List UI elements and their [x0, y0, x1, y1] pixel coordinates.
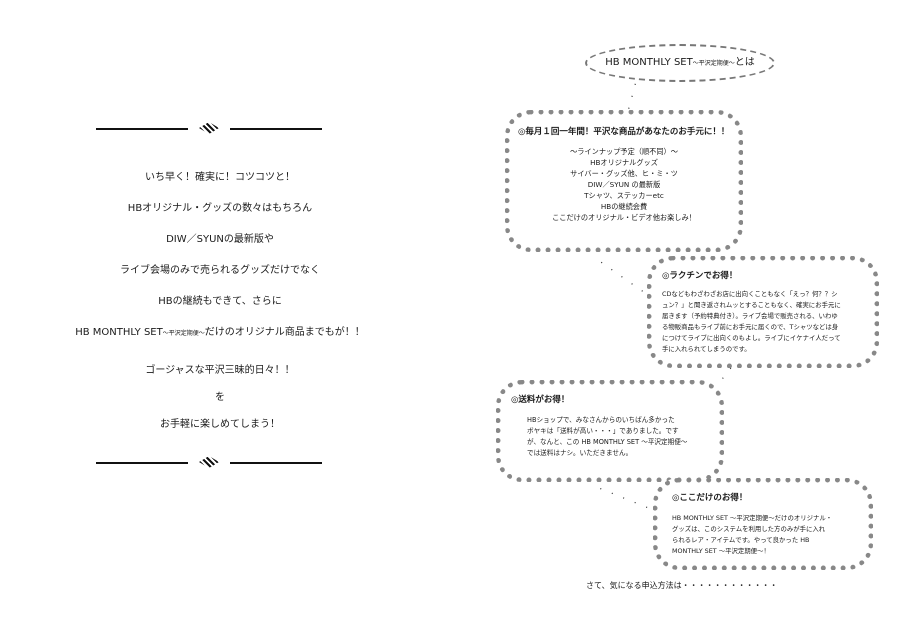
intro-line: お手軽に楽しめてしまう！: [160, 419, 280, 430]
bubble-shipping: ◎送料がお得！ HBショップで、みなさんからのいちばん多かった ボヤキは「送料が…: [496, 380, 724, 482]
bubble-body: CDなどもわざわざお店に出向くこともなく「えっ？何？？シ ュン？」と聞き返されム…: [662, 290, 841, 353]
bubble-body: 〜ラインナップ予定（順不同）〜 HBオリジナルグッズ サイバー・グッズ他、ヒ・ミ…: [552, 147, 696, 222]
bubble-heading: ◎ラクチンでお得！: [662, 271, 738, 281]
intro-line: ライブ会場のみで売られるグッズだけでなく: [120, 265, 320, 276]
intro-line: DIW／SYUNの最新版や: [166, 234, 274, 245]
bubble-monthly-items: ◎毎月１回一年間！平沢な商品があなたのお手元に！！ 〜ラインナップ予定（順不同）…: [505, 110, 743, 252]
closing-text: さて、気になる申込方法は・・・・・・・・・・・・: [586, 581, 778, 590]
intro-line: いち早く！確実に！コツコツと！: [145, 172, 295, 183]
left-page: いち早く！確実に！コツコツと！ HBオリジナル・グッズの数々はもちろん DIW／…: [0, 0, 452, 640]
ornament-divider-top: [96, 122, 322, 136]
bubble-body: HB MONTHLY SET 〜平沢定期便〜だけのオリジナル・ グッズは、このシ…: [672, 514, 833, 555]
right-page: HB MONTHLY SET〜平沢定期便〜とは · · · · ◎毎月１回一年間…: [453, 0, 905, 640]
bubble-heading: ◎ここだけのお得！: [672, 493, 748, 503]
intro-text: いち早く！確実に！コツコツと！ HBオリジナル・グッズの数々はもちろん DIW／…: [40, 168, 400, 430]
bubble-convenient: ◎ラクチンでお得！ CDなどもわざわざお店に出向くこともなく「えっ？何？？シ ュ…: [647, 256, 879, 368]
diamond-ornament-icon: [199, 456, 219, 468]
intro-line-monthly-set: HB MONTHLY SET〜平沢定期便〜だけのオリジナル商品までもが！！: [75, 327, 365, 338]
bubble-heading: ◎送料がお得！: [511, 395, 570, 405]
intro-line: ゴージャスな平沢三昧的日々！！: [145, 365, 295, 376]
connector-dots: · · · · ·: [596, 258, 649, 299]
title-oval: HB MONTHLY SET〜平沢定期便〜とは: [585, 44, 775, 82]
intro-line: HBオリジナル・グッズの数々はもちろん: [127, 203, 313, 214]
intro-line: を: [215, 392, 225, 403]
connector-dots: · · · · ·: [596, 484, 653, 516]
intro-line: HBの継続もできて、さらに: [158, 296, 282, 307]
ornament-divider-bottom: [96, 456, 322, 470]
bubble-exclusive: ◎ここだけのお得！ HB MONTHLY SET 〜平沢定期便〜だけのオリジナル…: [653, 478, 873, 570]
diamond-ornament-icon: [199, 122, 219, 134]
bubble-body: HBショップで、みなさんからのいちばん多かった ボヤキは「送料が高い・・・」であ…: [527, 416, 688, 457]
bubble-heading: ◎毎月１回一年間！平沢な商品があなたのお手元に！！: [518, 127, 730, 137]
